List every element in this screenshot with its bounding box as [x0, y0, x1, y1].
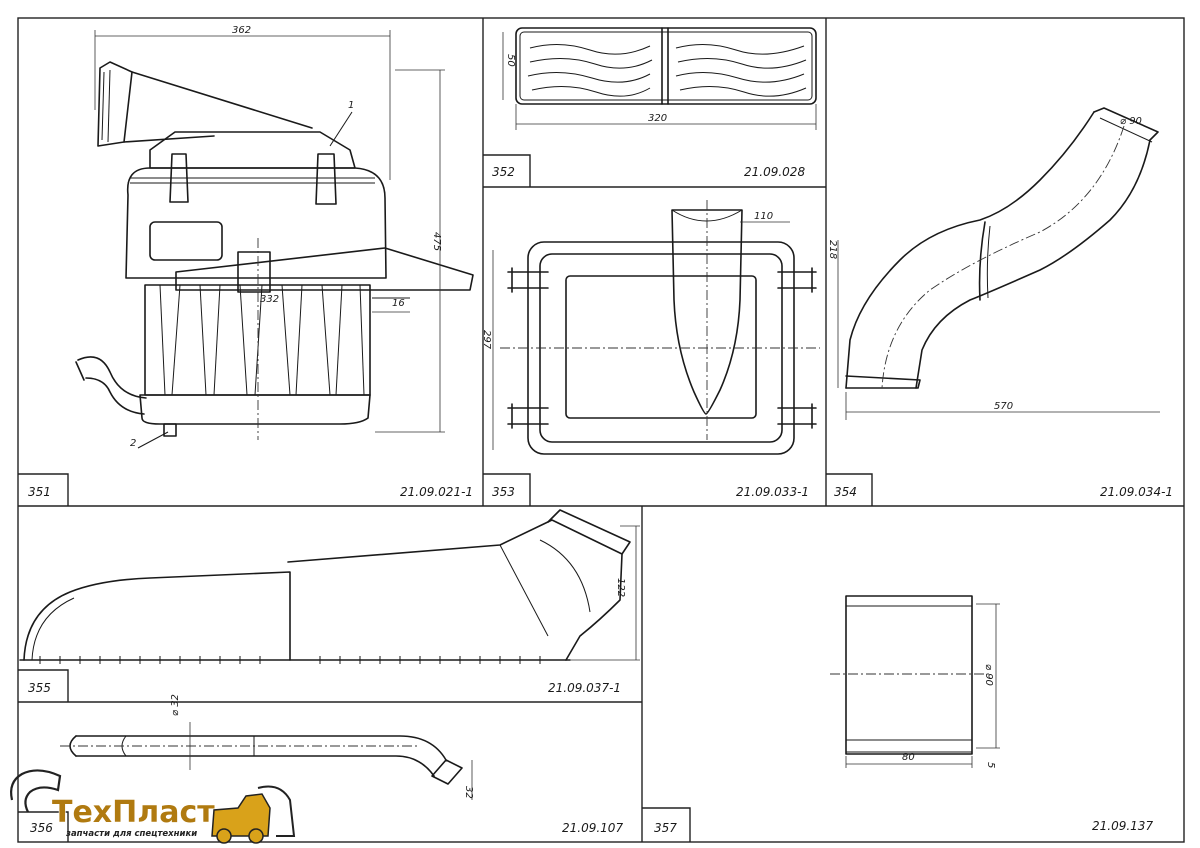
panel-351-number: 351 — [28, 485, 51, 499]
dim-356-height: 32 — [463, 786, 474, 799]
dim-354-diameter: ⌀ 90 — [1120, 116, 1142, 127]
panel-356-code: 21.09.107 — [562, 821, 623, 835]
dim-351-offset: 16 — [392, 298, 405, 309]
dim-357-length: 80 — [902, 752, 915, 763]
panel-354-number: 354 — [834, 485, 857, 499]
part-351-drawing — [75, 30, 474, 449]
panel-356-number: 356 — [30, 821, 53, 835]
dim-353-height: 297 — [481, 330, 492, 350]
panel-frame-grid — [17, 17, 1185, 843]
panel-353-number: 353 — [492, 485, 515, 499]
part-354-drawing — [837, 107, 1160, 420]
callout-2: 2 — [130, 438, 136, 449]
dim-356-diameter: ⌀ 32 — [170, 694, 181, 716]
panel-353-code: 21.09.033-1 — [736, 485, 809, 499]
brand-tagline: запчасти для спецтехники — [65, 829, 197, 839]
dim-353-width: 110 — [754, 211, 773, 222]
brand-name: ТехПласт — [52, 795, 215, 830]
panel-355-number: 355 — [28, 681, 51, 695]
dim-351-width: 362 — [232, 25, 251, 36]
dim-352-length: 320 — [648, 113, 667, 124]
panel-357-code: 21.09.137 — [1092, 819, 1153, 833]
part-356-drawing — [60, 722, 473, 800]
panel-354-code: 21.09.034-1 — [1100, 485, 1173, 499]
dim-357-diameter: ⌀ 90 — [983, 664, 994, 686]
dim-354-height: 218 — [827, 240, 838, 259]
excavator-logo-icon — [10, 769, 62, 813]
part-352-drawing — [502, 27, 817, 130]
panel-352-number: 352 — [492, 165, 515, 179]
dim-352-height: 50 — [505, 54, 516, 67]
brand-watermark: ТехПласт запчасти для спецтехники — [10, 769, 296, 844]
panel-357-number: 357 — [654, 821, 677, 835]
dim-355-height: 122 — [615, 578, 626, 597]
dim-354-length: 570 — [994, 401, 1013, 412]
dim-351-depth: 332 — [260, 294, 279, 305]
part-353-drawing — [492, 200, 820, 455]
panel-351-code: 21.09.021-1 — [400, 485, 473, 499]
dim-357-wall: 5 — [985, 762, 996, 768]
panel-352-code: 21.09.028 — [744, 165, 805, 179]
part-355-drawing — [19, 509, 640, 664]
part-357-drawing — [830, 595, 1000, 768]
dim-351-height: 475 — [431, 232, 442, 251]
panel-355-code: 21.09.037-1 — [548, 681, 621, 695]
callout-1: 1 — [348, 100, 354, 111]
loader-logo-icon — [211, 793, 271, 837]
